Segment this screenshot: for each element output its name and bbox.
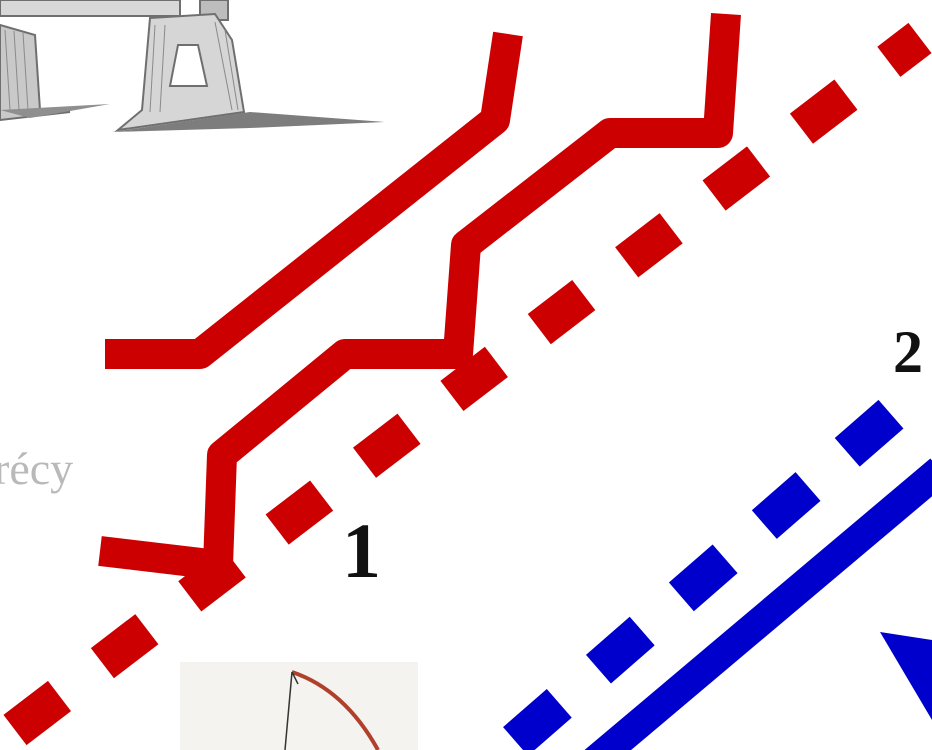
unit-label-1: 1 — [342, 512, 381, 590]
unit-label-2: 2 — [893, 322, 923, 382]
longbow-sketch-icon — [180, 662, 418, 750]
blue-army-dashed-line — [508, 402, 905, 748]
siege-engine-engraving-icon — [0, 0, 395, 140]
place-name-label: récy — [0, 446, 73, 492]
arrowhead-icon — [880, 632, 932, 720]
